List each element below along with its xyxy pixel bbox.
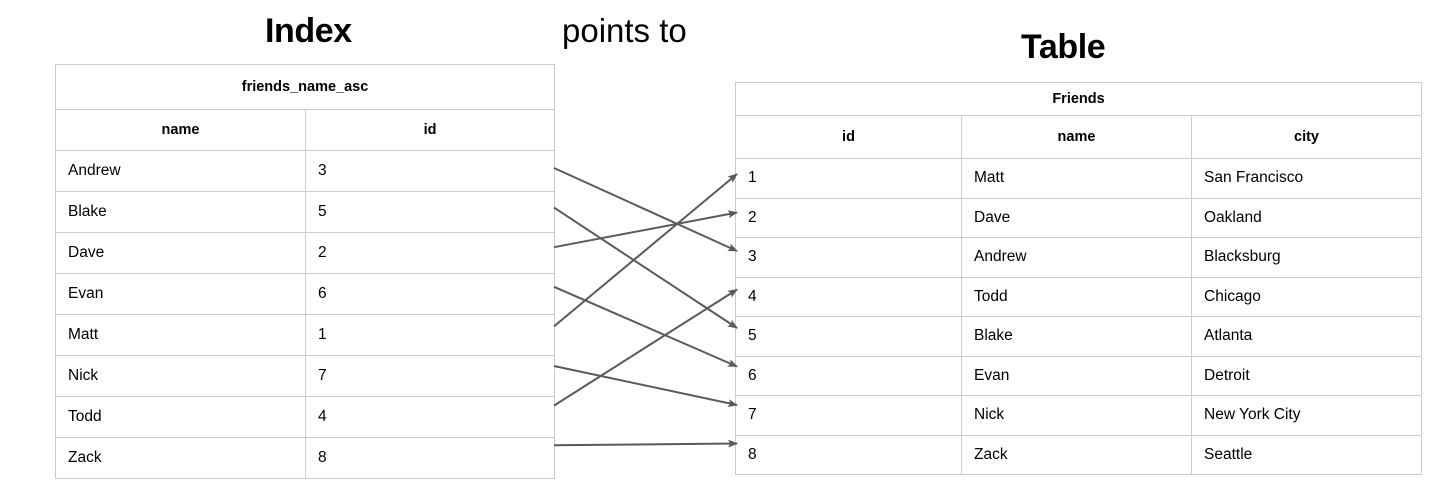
index-cell-id: 7 <box>304 355 556 397</box>
friends-cell-city: Atlanta <box>1190 316 1423 357</box>
index-cell-name: Andrew <box>55 150 306 192</box>
friends-table-name-row: Friends <box>734 82 1423 116</box>
pointer-arrow-blake-to-id-5 <box>553 206 738 329</box>
index-cell-name: Matt <box>55 314 306 356</box>
friends-cell-id: 1 <box>735 158 962 199</box>
friends-cell-name: Evan <box>961 355 1192 396</box>
pointer-arrow-matt-to-id-1 <box>553 173 738 328</box>
index-cell-name: Nick <box>55 355 306 397</box>
pointer-arrow-andrew-to-id-3 <box>553 167 738 252</box>
friends-cell-city: Detroit <box>1190 355 1423 396</box>
points-to-label: points to <box>562 12 687 49</box>
index-cell-id: 4 <box>304 396 556 438</box>
friends-cell-name: Andrew <box>961 237 1192 278</box>
index-cell-id: 8 <box>304 437 556 479</box>
page-title-index: Index <box>265 12 352 50</box>
page-title-table: Table <box>1021 28 1106 66</box>
friends-cell-name: Zack <box>961 434 1192 475</box>
index-cell-name: Evan <box>55 273 306 315</box>
friends-cell-name: Matt <box>961 158 1192 199</box>
pointer-arrow-nick-to-id-7 <box>553 365 738 408</box>
friends-cell-id: 8 <box>735 434 962 475</box>
index-column-header-id: id <box>304 109 556 151</box>
friends-cell-city: Oakland <box>1190 197 1423 238</box>
friends-cell-name: Blake <box>961 316 1192 357</box>
index-column-header-name: name <box>55 109 306 151</box>
index-cell-id: 2 <box>304 232 556 274</box>
friends-cell-id: 5 <box>735 316 962 357</box>
pointer-arrow-zack-to-id-8 <box>553 439 738 448</box>
index-cell-name: Zack <box>55 437 306 479</box>
friends-cell-name: Todd <box>961 276 1192 317</box>
pointer-arrow-evan-to-id-6 <box>553 285 738 368</box>
friends-cell-city: Chicago <box>1190 276 1423 317</box>
friends-column-header-name: name <box>961 115 1192 159</box>
index-cell-id: 6 <box>304 273 556 315</box>
friends-cell-id: 6 <box>735 355 962 396</box>
friends-cell-city: Blacksburg <box>1190 237 1423 278</box>
friends-column-header-id: id <box>735 115 962 159</box>
friends-cell-name: Dave <box>961 197 1192 238</box>
pointer-arrow-dave-to-id-2 <box>553 210 738 249</box>
friends-table-name: Friends <box>734 82 1423 116</box>
pointer-arrow-todd-to-id-4 <box>553 288 738 407</box>
index-table-header-row: name id <box>55 109 556 151</box>
friends-column-header-city: city <box>1190 115 1423 159</box>
friends-cell-city: San Francisco <box>1190 158 1423 199</box>
index-cell-id: 5 <box>304 191 556 233</box>
friends-cell-id: 7 <box>735 395 962 436</box>
index-cell-name: Dave <box>55 232 306 274</box>
friends-cell-name: Nick <box>961 395 1192 436</box>
index-cell-id: 3 <box>304 150 556 192</box>
index-cell-name: Todd <box>55 396 306 438</box>
friends-cell-city: New York City <box>1190 395 1423 436</box>
index-cell-id: 1 <box>304 314 556 356</box>
friends-cell-city: Seattle <box>1190 434 1423 475</box>
friends-cell-id: 4 <box>735 276 962 317</box>
friends-table-header-row: id name city <box>735 115 1423 159</box>
pointer-arrows <box>553 167 738 448</box>
index-table-name: friends_name_asc <box>54 64 556 110</box>
friends-cell-id: 3 <box>735 237 962 278</box>
friends-cell-id: 2 <box>735 197 962 238</box>
index-table-name-row: friends_name_asc <box>54 64 556 110</box>
index-cell-name: Blake <box>55 191 306 233</box>
